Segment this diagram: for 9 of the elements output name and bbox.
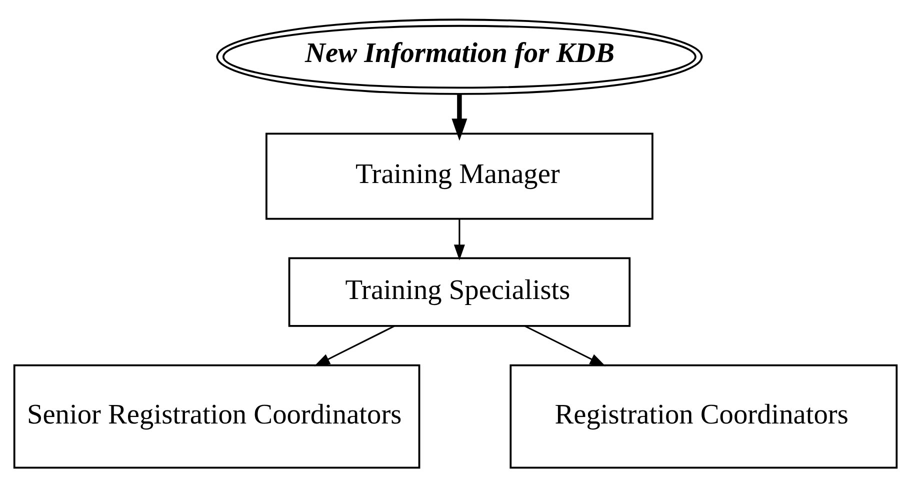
- arrow: [454, 218, 465, 260]
- node-box: Training Manager: [266, 132, 654, 220]
- node-box: Registration Coordinators: [510, 364, 898, 468]
- node-box: Training Specialists: [288, 256, 631, 326]
- arrow: [524, 324, 606, 366]
- arrow: [452, 94, 468, 140]
- arrow: [314, 324, 395, 366]
- node-box: Senior Registration Coordinators: [13, 364, 420, 468]
- node-ellipse: New Information for KDB: [216, 18, 703, 94]
